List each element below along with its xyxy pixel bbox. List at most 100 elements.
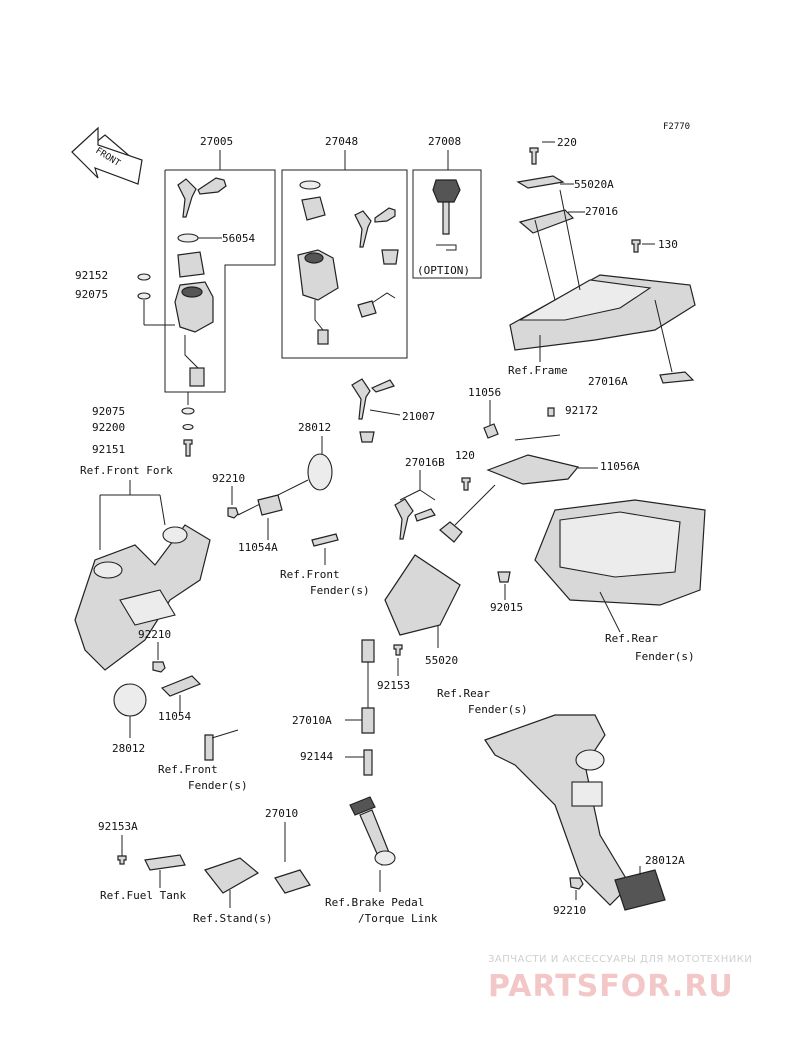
ring-56054 [177, 233, 199, 243]
key-set-27048 [354, 207, 396, 248]
frame-ref-drawing [509, 189, 696, 351]
ref-rear-fender-a-1: Ref.Rear [605, 632, 658, 645]
front-direction-arrow: FRONT [71, 126, 143, 185]
label-11054A: 11054A [238, 541, 278, 554]
disk-28012-a [307, 453, 333, 491]
lever-11054A [257, 494, 283, 516]
cover-55020A [516, 175, 565, 189]
brake-pedal-ref-drawing [349, 796, 396, 866]
ref-front-fender-a-1: Ref.Front [280, 568, 340, 581]
washer-92075-a [137, 292, 151, 300]
key-set-27016B [394, 498, 436, 540]
key-head-27008 [432, 179, 461, 203]
ref-fuel-tank: Ref.Fuel Tank [100, 889, 186, 902]
label-55020: 55020 [425, 654, 458, 667]
label-92151: 92151 [92, 443, 125, 456]
disk-28012-b [113, 683, 147, 717]
ref-front-fender-b-1: Ref.Front [158, 763, 218, 776]
washer-92152 [137, 273, 151, 281]
label-92075-b: 92075 [92, 405, 125, 418]
rear-fender-ref-drawing-a [534, 499, 706, 606]
bracket-27016A [659, 371, 695, 384]
group-box-27048 [281, 169, 408, 359]
label-120: 120 [455, 449, 475, 462]
ref-rear-fender-b-1: Ref.Rear [437, 687, 490, 700]
washer-92075-b [181, 407, 195, 415]
bolt-92151 [183, 439, 193, 457]
group-box-27008 [412, 169, 482, 279]
washer-92200 [182, 423, 194, 431]
label-92152: 92152 [75, 269, 108, 282]
grommet-92015 [497, 571, 511, 583]
plug-27048 [381, 249, 399, 265]
label-27016B: 27016B [405, 456, 445, 469]
label-11056: 11056 [468, 386, 501, 399]
label-21007: 21007 [402, 410, 435, 423]
figure-code: F2770 [663, 122, 690, 132]
switch-27010 [274, 869, 311, 894]
bolt-92172 [547, 407, 555, 417]
label-27048: 27048 [325, 135, 358, 148]
label-27010A: 27010A [292, 714, 332, 727]
ref-brake-pedal-1: Ref.Brake Pedal [325, 896, 424, 909]
nut-92210-b [152, 661, 166, 673]
ref-front-fender-a-2: Fender(s) [310, 584, 370, 597]
label-28012-b: 28012 [112, 742, 145, 755]
label-27016A: 27016A [588, 375, 628, 388]
label-11054: 11054 [158, 710, 191, 723]
bolt-92153A [117, 855, 127, 865]
reflector-28012A [614, 869, 666, 911]
spring-11056 [483, 423, 499, 439]
switch-27010A [361, 707, 375, 734]
key-set-21007 [351, 378, 395, 420]
nut-92210-c [569, 877, 584, 890]
ref-front-fender-b-2: Fender(s) [188, 779, 248, 792]
label-92144: 92144 [300, 750, 333, 763]
ref-front-fork: Ref.Front Fork [80, 464, 173, 477]
ignition-cylinder-27005 [174, 281, 214, 387]
key-set-27005 [177, 177, 227, 218]
connector-27010A [361, 639, 375, 663]
group-box-27005 [164, 169, 276, 393]
bracket-fuel-tank [144, 854, 186, 871]
label-56054: 56054 [222, 232, 255, 245]
ref-frame: Ref.Frame [508, 364, 568, 377]
label-27010: 27010 [265, 807, 298, 820]
bolt-92153 [393, 644, 403, 656]
label-92075-a: 92075 [75, 288, 108, 301]
option-label: (OPTION) [417, 264, 470, 277]
label-27016: 27016 [585, 205, 618, 218]
rear-fender-ref-drawing-b [484, 714, 631, 906]
bolt-120 [461, 477, 471, 491]
bolt-130 [631, 239, 641, 253]
label-27008: 27008 [428, 135, 461, 148]
label-92153: 92153 [377, 679, 410, 692]
label-92153A: 92153A [98, 820, 138, 833]
bracket-27016 [518, 209, 575, 234]
watermark-tagline: ЗАПЧАСТИ И АКСЕССУАРЫ ДЛЯ МОТОТЕХНИКИ [488, 954, 752, 965]
label-92200: 92200 [92, 421, 125, 434]
spring-92144 [363, 749, 373, 776]
label-92210-c: 92210 [553, 904, 586, 917]
label-11056A: 11056A [600, 460, 640, 473]
lock-11056A [486, 454, 580, 485]
connector-27048 [357, 300, 377, 318]
ref-rear-fender-a-2: Fender(s) [635, 650, 695, 663]
ref-stand: Ref.Stand(s) [193, 912, 272, 925]
label-92210-b: 92210 [138, 628, 171, 641]
bracket-11054 [160, 675, 202, 697]
label-92015: 92015 [490, 601, 523, 614]
bolt-front-fender-a [311, 533, 339, 547]
label-130: 130 [658, 238, 678, 251]
bracket-stand [204, 857, 260, 894]
front-fork-bracket [74, 524, 211, 671]
ref-brake-pedal-2: /Torque Link [358, 912, 438, 925]
bolt-front-fender-b [204, 734, 214, 761]
label-28012-a: 28012 [298, 421, 331, 434]
watermark-logo: PARTSFOR.RU [488, 969, 734, 1004]
ignition-cylinder-27048 [297, 249, 339, 301]
label-55020A: 55020A [574, 178, 614, 191]
ref-rear-fender-b-2: Fender(s) [468, 703, 528, 716]
cap-27005 [177, 251, 205, 278]
